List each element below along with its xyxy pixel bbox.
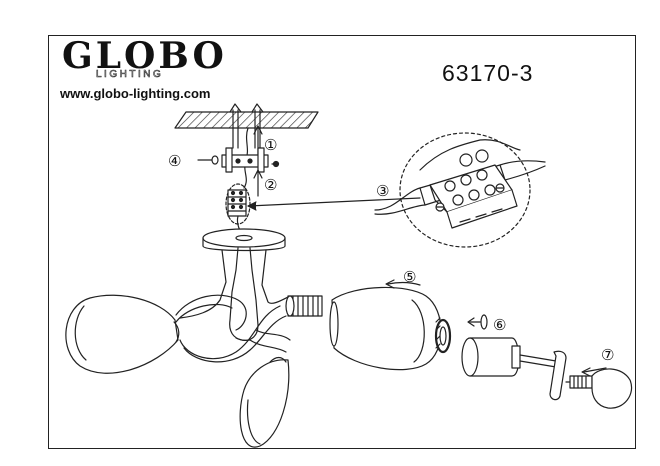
arrow-step-5 xyxy=(385,279,421,289)
mounting-bracket xyxy=(221,147,269,173)
lamp-holder xyxy=(461,337,567,401)
step-label-1: ① xyxy=(264,136,277,154)
glass-shade-right xyxy=(329,286,442,371)
step-label-7: ⑦ xyxy=(601,346,614,364)
connector-detail xyxy=(374,132,546,248)
glass-shade-bottom xyxy=(239,356,290,448)
washer xyxy=(467,314,488,330)
page-frame xyxy=(48,35,636,449)
terminal-block xyxy=(225,183,251,237)
step-label-6: ⑥ xyxy=(493,316,506,334)
zoom-leader-line xyxy=(247,197,421,211)
light-bulb xyxy=(565,368,633,409)
step-label-4: ④ xyxy=(168,152,181,170)
brand-logo: GLOBO xyxy=(62,35,227,77)
canopy xyxy=(202,228,286,252)
glass-shade-left xyxy=(65,294,180,374)
step-label-2: ② xyxy=(264,176,277,194)
arrow-step-7 xyxy=(581,367,607,377)
shade-ring xyxy=(434,317,452,354)
step-label-5: ⑤ xyxy=(403,268,416,286)
lamp-socket-thread xyxy=(285,295,323,317)
ceiling xyxy=(174,111,319,129)
brand-subtitle: LIGHTING xyxy=(96,69,164,80)
model-number: 63170-3 xyxy=(442,60,534,86)
website-url: www.globo-lighting.com xyxy=(60,86,211,101)
arrow-step-2 xyxy=(253,169,263,197)
bracket-screws xyxy=(197,155,280,168)
fixture-arms xyxy=(175,247,291,363)
step-label-3: ③ xyxy=(376,182,389,200)
